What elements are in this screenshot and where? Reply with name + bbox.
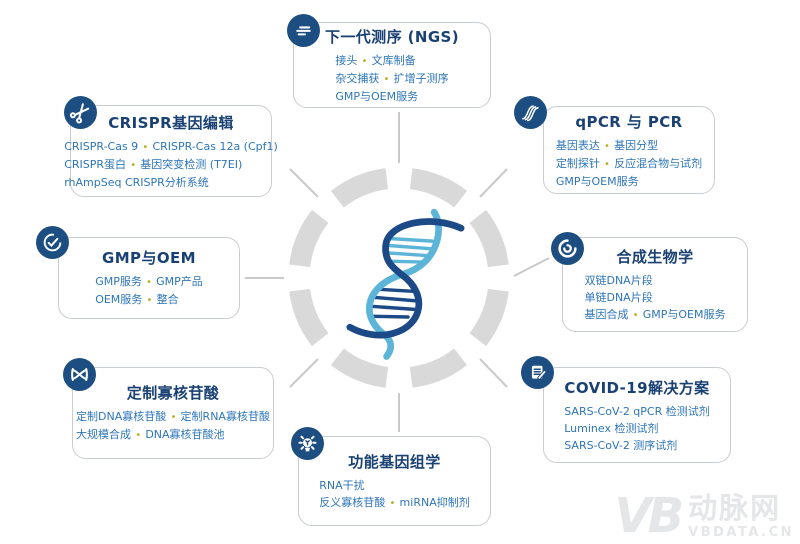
card-line: 单链DNA片段 [584,290,653,304]
card-line: GMP与OEM服务 [555,174,639,188]
card-title: 功能基因组学 [348,452,441,471]
card-line: 杂交捕获 • 扩增子测序 [335,71,449,85]
bullet-separator: • [600,140,614,152]
cell-swirl-icon [550,231,584,265]
sequencing-reads-icon [286,13,320,47]
bullet-separator: • [127,159,140,171]
card-qpcr: qPCR 与 PCR 基因表达 • 基因分型定制探针 • 反应混合物与试剂 GMP… [513,95,715,194]
card-line: OEM服务 • 整合 [95,293,179,306]
dna-strand-light [365,208,442,360]
card-title: 定制寡核苷酸 [126,384,220,402]
bullet-separator: • [167,412,180,423]
card-line: GMP服务 • GMP产品 [95,275,203,288]
test-report-icon [520,355,554,389]
card-line: 基因合成 • GMP与OEM服务 [584,307,726,321]
card-line: 反义寡核苷酸 • miRNA抑制剂 [319,495,470,509]
card-covid: COVID-19解决方案 SARS-CoV-2 qPCR 检测试剂 Luminex… [520,355,731,463]
card-crispr: CRISPR基因编辑 CRISPR-Cas 9 • CRISPR-Cas 12a… [63,95,278,197]
card-line: Luminex 检测试剂 [564,421,659,435]
bullet-separator: • [386,497,399,509]
bullet-separator: • [143,295,156,306]
bullet-separator: • [629,309,642,321]
card-lines: RNA干扰反义寡核苷酸 • miRNA抑制剂 [319,477,469,512]
vb-logo: VB [614,487,684,544]
card-title: CRISPR基因编辑 [108,113,234,132]
card-line: CRISPR-Cas 9 • CRISPR-Cas 12a (Cpf1) [64,139,278,153]
card-line: SARS-CoV-2 测序试剂 [564,438,678,452]
card-lines: 基因表达 • 基因分型定制探针 • 反应混合物与试剂 GMP与OEM服务 [556,137,702,190]
bullet-separator: • [142,277,156,288]
card-line: 接头 • 文库制备 [335,53,416,67]
card-ngs: 下一代测序 (NGS) 接头 • 文库制备杂交捕获 • 扩增子测序 GMP与OEM… [286,13,491,108]
segmented-ring [289,168,509,388]
card-lines: SARS-CoV-2 qPCR 检测试剂 Luminex 检测试剂 SARS-CoV… [564,403,710,454]
card-title: qPCR 与 PCR [575,112,683,131]
card-lines: CRISPR-Cas 9 • CRISPR-Cas 12a (Cpf1) CRIS… [64,138,278,191]
watermark-url: VBDATA.CN [688,525,794,540]
card-line: GMP与OEM服务 [335,89,419,103]
card-line: RNA干扰 [319,478,365,492]
watermark-name: 动脉网 [688,490,782,525]
card-title: GMP与OEM [102,249,196,267]
bullet-separator: • [139,141,152,153]
card-title: 合成生物学 [616,247,694,266]
card-line: rhAmpSeq CRISPR分析系统 [64,175,209,189]
card-funcgen: 功能基因组学 RNA干扰反义寡核苷酸 • miRNA抑制剂 [290,426,491,526]
radial-spokes [245,112,550,432]
dna-rungs-upper [384,236,435,264]
card-line: 大规模合成 • DNA寡核苷酸池 [76,428,225,441]
card-oligo: 定制寡核苷酸 定制DNA寡核苷酸 • 定制RNA寡核苷酸大规模合成 • DNA寡… [62,357,274,459]
dna-strand-dark [346,218,465,339]
card-title: 下一代测序 (NGS) [324,27,459,46]
card-lines: 双链DNA片段单链DNA片段基因合成 • GMP与OEM服务 [584,272,725,324]
card-title: COVID-19解决方案 [564,378,710,397]
bullet-separator: • [358,55,371,67]
dna-helix-illustration [346,208,465,360]
card-line: 基因表达 • 基因分型 [555,138,659,152]
dna-segment-icon [62,357,96,391]
card-line: 定制探针 • 反应混合物与试剂 [555,156,703,170]
card-line: CRISPR蛋白 • 基因突变检测 (T7EI) [64,157,243,171]
card-line: SARS-CoV-2 qPCR 检测试剂 [564,404,710,418]
lightbulb-icon [290,426,324,460]
scissors-icon [63,95,97,129]
card-line: 定制DNA寡核苷酸 • 定制RNA寡核苷酸 [76,410,270,423]
card-lines: 接头 • 文库制备杂交捕获 • 扩增子测序 GMP与OEM服务 [335,52,448,105]
bullet-separator: • [132,430,145,441]
amplification-curves-icon [513,95,547,129]
bullet-separator: • [380,73,393,85]
dna-rungs-lower [369,287,420,319]
bullet-separator: • [600,158,614,170]
card-synbio: 合成生物学 双链DNA片段单链DNA片段基因合成 • GMP与OEM服务 [550,231,748,332]
card-lines: GMP服务 • GMP产品 OEM服务 • 整合 [95,273,203,309]
card-lines: 定制DNA寡核苷酸 • 定制RNA寡核苷酸大规模合成 • DNA寡核苷酸池 [76,408,270,444]
certified-check-icon [35,225,69,259]
watermark: VB 动脉网 VBDATA.CN [614,487,794,544]
card-line: 双链DNA片段 [584,273,653,287]
card-gmp: GMP与OEM GMP服务 • GMP产品 OEM服务 • 整合 [35,225,240,319]
